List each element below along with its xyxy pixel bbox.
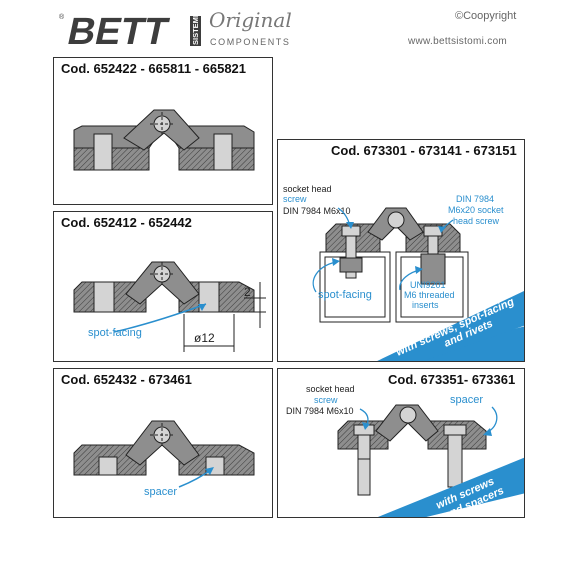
- panel-title: Cod. 673301 - 673141 - 673151: [331, 143, 517, 158]
- components-label: COMPONENTS: [210, 37, 291, 47]
- website-text: www.bettsistomi.com: [408, 36, 508, 47]
- spacer-label: spacer: [144, 486, 177, 498]
- socket-head-label: socket head: [306, 384, 355, 394]
- din-left-label: DIN 7984 M6x10: [283, 206, 351, 216]
- panel-652422: Cod. 652422 - 665811 - 665821: [53, 57, 273, 205]
- panel-652432: Cod. 652432 - 673461 spacer: [53, 368, 273, 518]
- panel-673301: Cod. 673301 - 673141 - 673151 socket hea…: [277, 139, 525, 362]
- logo-side-text: SISTEMI: [191, 15, 200, 45]
- socket-head-label: socket head: [283, 184, 332, 194]
- uni-label-3: inserts: [412, 300, 439, 310]
- uni-label-2: M6 threaded: [404, 290, 455, 300]
- hinge-assembly-diagram: socket head screw DIN 7984 M6x10 spacer …: [286, 384, 524, 517]
- panel-673351: Cod. 673351- 673361 socket head screw DI…: [277, 368, 525, 518]
- spot-facing-label: spot-facing: [318, 289, 372, 301]
- logo-graphic: BETT ® SISTEMI: [59, 10, 201, 53]
- brand-logo: BETT ® SISTEMI: [55, 10, 295, 53]
- uni-label-1: UNI9201: [410, 280, 446, 290]
- din-left-label: DIN 7984 M6x10: [286, 406, 354, 416]
- din-right-label-2: M6x20 socket: [448, 205, 504, 215]
- spot-facing-label: spot-facing: [88, 327, 142, 339]
- dim-height-label: 2: [244, 285, 251, 299]
- dim-width-label: ø12: [194, 331, 215, 345]
- panel-title: Cod. 652412 - 652442: [61, 215, 192, 230]
- spacer-label: spacer: [450, 394, 483, 406]
- hinge-diagram: [73, 109, 255, 171]
- din-right-label-1: DIN 7984: [456, 194, 494, 204]
- hinge-diagram: 2 ø12 spot-facing: [73, 261, 266, 352]
- copyright-text: ©Coopyright: [455, 10, 517, 22]
- hinge-assembly-diagram: socket head screw DIN 7984 M6x10 DIN 798…: [283, 184, 524, 361]
- din-right-label-3: head screw: [453, 216, 500, 226]
- panel-title: Cod. 673351- 673361: [388, 372, 516, 387]
- original-label: Original: [209, 8, 292, 32]
- hinge-diagram: spacer: [73, 420, 255, 498]
- logo-text: BETT: [64, 10, 173, 50]
- screw-label: screw: [283, 194, 307, 204]
- pivot-knuckle: [123, 109, 200, 151]
- svg-text:®: ®: [59, 13, 65, 21]
- panel-652412: Cod. 652412 - 652442 2 ø12 spot-facing: [53, 211, 273, 362]
- screw-label: screw: [314, 395, 338, 405]
- panel-title: Cod. 652432 - 673461: [61, 372, 192, 387]
- panel-title: Cod. 652422 - 665811 - 665821: [61, 61, 247, 76]
